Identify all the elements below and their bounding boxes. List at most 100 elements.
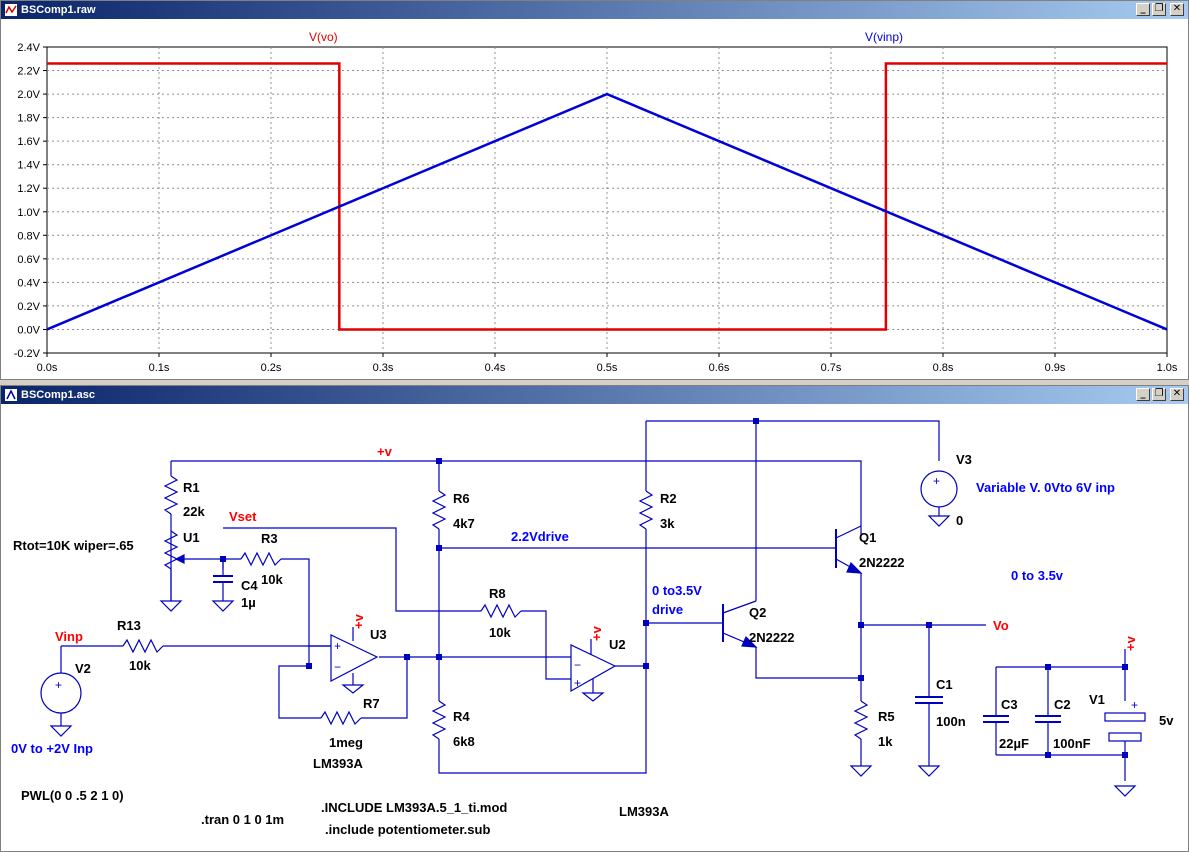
- v1-value: 5v: [1159, 713, 1174, 728]
- y-tick-label: 2.0V: [17, 89, 40, 101]
- minimize-button[interactable]: _: [1136, 3, 1150, 16]
- restore-button[interactable]: ❐: [1152, 3, 1166, 16]
- r4-value: 6k8: [453, 734, 475, 749]
- close-button[interactable]: ✕: [1170, 388, 1184, 401]
- c1-label: C1: [936, 677, 953, 692]
- svg-text:+: +: [1131, 698, 1138, 712]
- u2-label: U2: [609, 637, 626, 652]
- minimize-button[interactable]: _: [1136, 388, 1150, 401]
- x-tick-label: 0.9s: [1045, 362, 1066, 374]
- y-tick-label: 0.0V: [17, 324, 40, 336]
- plot-traces: [46, 62, 1168, 331]
- r13-value: 10k: [129, 658, 151, 673]
- legend-vo[interactable]: V(vo): [309, 30, 338, 44]
- close-button[interactable]: ✕: [1170, 3, 1184, 16]
- c2-value: 100nF: [1053, 736, 1091, 751]
- include-pot: .include potentiometer.sub: [325, 822, 490, 837]
- y-tick-label: 0.6V: [17, 254, 40, 266]
- plus-v-v1: +v: [1123, 635, 1138, 651]
- lm393a-u3: LM393A: [313, 756, 363, 771]
- svg-text:+: +: [574, 676, 581, 690]
- polarity-marks: + − − + + + +: [55, 474, 1138, 712]
- vinp-label: Vinp: [55, 629, 83, 644]
- x-tick-label: 0.2s: [261, 362, 282, 374]
- u3-label: U3: [370, 627, 387, 642]
- include-lm393: .INCLUDE LM393A.5_1_ti.mod: [321, 800, 507, 815]
- svg-text:−: −: [334, 660, 341, 674]
- y-tick-label: 2.2V: [17, 66, 40, 78]
- x-tick-label: 0.8s: [933, 362, 954, 374]
- x-tick-label: 1.0s: [1157, 362, 1178, 374]
- junctions: [220, 418, 1128, 758]
- range-035: 0 to 3.5v: [1011, 568, 1064, 583]
- lm393a-u2: LM393A: [619, 804, 669, 819]
- x-tick-label: 0.4s: [485, 362, 506, 374]
- v2-desc: 0V to +2V Inp: [11, 741, 93, 756]
- schematic-window-title: BSComp1.asc: [21, 389, 95, 401]
- y-tick-label: 1.8V: [17, 113, 40, 125]
- v2-label: V2: [75, 661, 91, 676]
- schematic-canvas[interactable]: + − − + + + + +v R1 22k U1 Rtot=10K wipe…: [1, 404, 1188, 851]
- r3-label: R3: [261, 531, 278, 546]
- r6-label: R6: [453, 491, 470, 506]
- x-axis-ticks: 0.0s 0.1s 0.2s 0.3s 0.4s 0.5s 0.6s 0.7s 0.8s 0.9s…: [37, 353, 1178, 374]
- r5-label: R5: [878, 709, 895, 724]
- rtot-text: Rtot=10K wiper=.65: [13, 538, 134, 553]
- vo-label: Vo: [993, 618, 1009, 633]
- wires: [40, 420, 1146, 781]
- legend-vinp[interactable]: V(vinp): [865, 30, 903, 44]
- q1-value: 2N2222: [859, 555, 905, 570]
- plot-window-titlebar[interactable]: BSComp1.raw _ ❐ ✕: [1, 1, 1188, 19]
- y-tick-label: 1.6V: [17, 136, 40, 148]
- c4-value: 1µ: [241, 595, 256, 610]
- r6-value: 4k7: [453, 516, 475, 531]
- x-tick-label: 0.5s: [597, 362, 618, 374]
- x-tick-label: 0.3s: [373, 362, 394, 374]
- v3-label: V3: [956, 452, 972, 467]
- x-tick-label: 0.6s: [709, 362, 730, 374]
- x-tick-label: 0.0s: [37, 362, 58, 374]
- pwl-directive: PWL(0 0 .5 2 1 0): [21, 788, 124, 803]
- trace-vo[interactable]: [47, 62, 1167, 331]
- drive035-a: 0 to3.5V: [652, 583, 702, 598]
- r2-label: R2: [660, 491, 677, 506]
- x-tick-label: 0.1s: [149, 362, 170, 374]
- plus-v-u3: +v: [351, 613, 366, 629]
- svg-text:−: −: [574, 658, 581, 672]
- svg-text:+: +: [55, 678, 62, 692]
- y-tick-label: 1.4V: [17, 160, 40, 172]
- r5-value: 1k: [878, 734, 893, 749]
- ground-symbols: [49, 515, 1137, 797]
- svg-text:+: +: [933, 474, 940, 488]
- drive22-label: 2.2Vdrive: [511, 529, 569, 544]
- tran-directive: .tran 0 1 0 1m: [201, 812, 284, 827]
- vset-label: Vset: [229, 509, 257, 524]
- y-tick-label: 1.0V: [17, 207, 40, 219]
- c2-label: C2: [1054, 697, 1071, 712]
- r4-label: R4: [453, 709, 470, 724]
- schematic-app-icon: [5, 389, 17, 401]
- waveform-plot[interactable]: 2.4V2.2V2.0V1.8V1.6V1.4V1.2V1.0V0.8V0.6V…: [1, 19, 1188, 379]
- svg-text:+: +: [334, 639, 341, 653]
- y-tick-label: 0.4V: [17, 277, 40, 289]
- waveform-app-icon: [5, 4, 17, 16]
- c3-value: 22µF: [999, 736, 1029, 751]
- y-tick-label: -0.2V: [14, 348, 41, 360]
- x-tick-label: 0.7s: [821, 362, 842, 374]
- schematic-window: BSComp1.asc _ ❐ ✕: [0, 385, 1189, 852]
- v1-label: V1: [1089, 692, 1105, 707]
- restore-button[interactable]: ❐: [1152, 388, 1166, 401]
- y-tick-label: 1.2V: [17, 183, 40, 195]
- q1-label: Q1: [859, 530, 876, 545]
- y-tick-label: 0.8V: [17, 230, 40, 242]
- u1-label: U1: [183, 530, 200, 545]
- schematic-window-titlebar[interactable]: BSComp1.asc _ ❐ ✕: [1, 386, 1188, 404]
- plot-window-title: BSComp1.raw: [21, 4, 96, 16]
- plus-v-u2: +v: [589, 625, 604, 641]
- drive035-b: drive: [652, 602, 683, 617]
- r13-label: R13: [117, 618, 141, 633]
- trace-vinp[interactable]: [46, 92, 1168, 331]
- r1-label: R1: [183, 480, 200, 495]
- q2-value: 2N2222: [749, 630, 795, 645]
